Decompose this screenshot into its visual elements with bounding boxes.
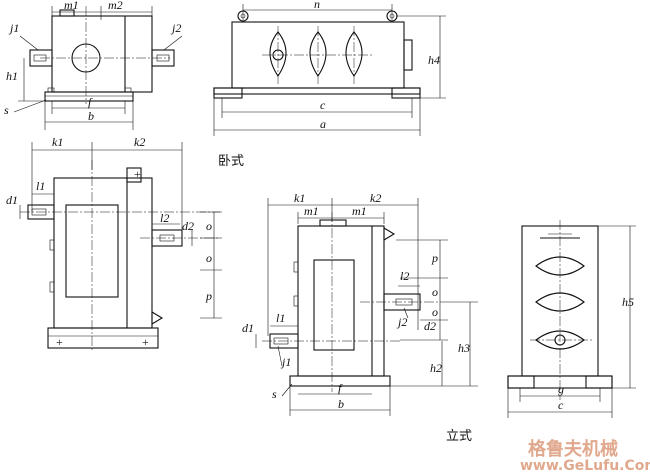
vertical-side-view: h5 g c xyxy=(507,220,636,418)
dim-h1: h1 xyxy=(6,69,18,83)
dim-j1-vertical: j1 xyxy=(280,355,291,369)
caption-horizontal: 卧式 xyxy=(218,153,244,168)
dim-j1: j1 xyxy=(8,21,19,35)
dim-c-vertical: c xyxy=(558,398,564,412)
dim-h3: h3 xyxy=(458,341,470,355)
dim-p-vertical: p xyxy=(431,251,438,265)
dim-k1: k1 xyxy=(52,135,63,149)
dim-k1-vertical: k1 xyxy=(294,191,305,205)
dim-k2: k2 xyxy=(134,135,145,149)
dim-g: g xyxy=(558,382,564,396)
dim-l2: l2 xyxy=(160,211,169,225)
dim-o-top: o xyxy=(206,219,212,233)
dim-f-vertical: f xyxy=(338,381,343,395)
dim-p: p xyxy=(205,289,212,303)
svg-text:+: + xyxy=(142,335,149,349)
dim-l1: l1 xyxy=(36,179,45,193)
dim-m1-left: m1 xyxy=(304,204,319,218)
dim-n: n xyxy=(314,0,320,11)
dim-s-vertical: s xyxy=(272,387,277,401)
dim-h4: h4 xyxy=(428,53,440,67)
dim-d2-vertical: d2 xyxy=(424,319,436,333)
dim-m1: m1 xyxy=(64,0,79,12)
dim-m1-right: m1 xyxy=(352,204,367,218)
watermark-url: www.GeLufu.Com xyxy=(520,458,650,474)
dim-o-upper: o xyxy=(432,285,438,299)
dim-b-vertical: b xyxy=(338,397,344,411)
horizontal-side-view: m1 m2 j1 j2 h1 s f b xyxy=(4,0,183,130)
dim-j2: j2 xyxy=(170,21,181,35)
horizontal-front-view: n h4 c a xyxy=(213,0,446,136)
dim-d2: d2 xyxy=(182,219,194,233)
dim-d1: d1 xyxy=(6,193,18,207)
dim-h2: h2 xyxy=(430,361,442,375)
dim-d1-vertical: d1 xyxy=(242,321,254,335)
dim-f: f xyxy=(88,95,93,109)
dim-l2-vertical: l2 xyxy=(400,269,409,283)
dim-a: a xyxy=(320,117,326,131)
svg-text:+: + xyxy=(134,167,141,181)
dim-s: s xyxy=(4,103,9,117)
dim-o-lower: o xyxy=(432,305,438,319)
dim-j2-vertical: j2 xyxy=(396,315,407,329)
dim-b: b xyxy=(88,109,94,123)
dim-l1-vertical: l1 xyxy=(276,311,285,325)
dim-o-bottom: o xyxy=(206,251,212,265)
svg-text:+: + xyxy=(56,335,63,349)
dim-c: c xyxy=(320,98,326,112)
dim-h5: h5 xyxy=(622,295,634,309)
horizontal-plan-view: + + + k1 k2 d1 l1 l2 d2 o o p xyxy=(6,135,222,350)
caption-vertical: 立式 xyxy=(446,428,472,443)
watermark-cn: 格鲁夫机械 xyxy=(528,438,618,460)
dim-k2-vertical: k2 xyxy=(370,191,381,205)
vertical-front-view: k1 k2 m1 m1 p l2 o d2 o j2 d1 l1 j1 h3 h… xyxy=(242,191,478,416)
dim-m2: m2 xyxy=(108,0,123,12)
